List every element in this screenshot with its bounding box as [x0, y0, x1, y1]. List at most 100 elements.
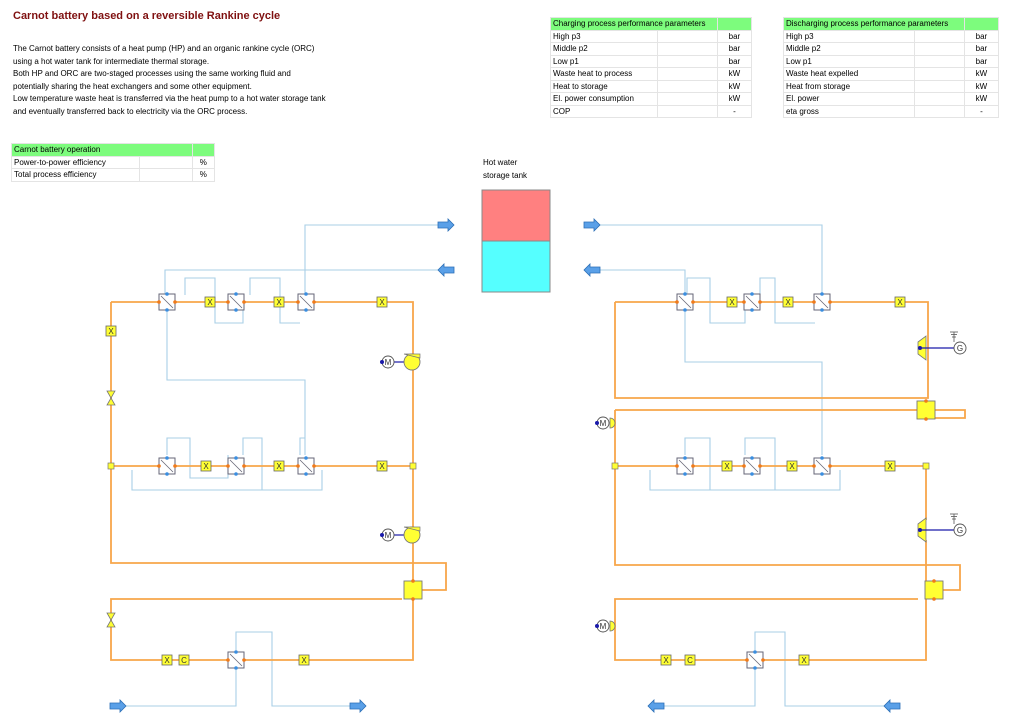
flash-separator[interactable]	[916, 399, 936, 421]
heat-exchanger[interactable]	[675, 456, 695, 476]
heat-exchanger[interactable]	[226, 650, 246, 670]
heat-exchanger-line	[160, 295, 174, 309]
valve-tag-label: X	[379, 298, 385, 307]
valve-tag[interactable]: X	[376, 460, 388, 472]
heat-exchanger-line	[229, 459, 243, 473]
flash-separator[interactable]	[403, 579, 423, 601]
valve-tag[interactable]: X	[884, 460, 896, 472]
heat-exchanger[interactable]	[157, 456, 177, 476]
expansion-valve[interactable]	[106, 612, 116, 628]
port-dot	[234, 650, 238, 654]
valve-tag[interactable]: X	[376, 296, 388, 308]
valve-tag[interactable]: X	[273, 460, 285, 472]
electric-connector	[918, 528, 922, 532]
heat-exchanger-line	[745, 295, 759, 309]
port-dot	[226, 464, 230, 468]
heat-exchanger[interactable]	[812, 292, 832, 312]
valve-tag-label: X	[887, 462, 893, 471]
pump[interactable]: M	[380, 353, 421, 371]
valve-tag[interactable]: X	[204, 296, 216, 308]
heat-exchanger[interactable]	[812, 456, 832, 476]
heat-exchanger[interactable]	[226, 456, 246, 476]
water-pipe	[164, 269, 440, 295]
working-fluid-pipe	[928, 409, 966, 419]
pipe-node	[922, 462, 930, 470]
port-dot	[304, 292, 308, 296]
turbine[interactable]: G	[917, 331, 967, 361]
valve-tag[interactable]: C	[684, 654, 696, 666]
intro-line: potentially sharing the heat exchangers …	[13, 81, 252, 91]
port-dot	[165, 292, 169, 296]
valve-tag-box	[178, 654, 190, 666]
valve-tag[interactable]: X	[721, 460, 733, 472]
valve-tag[interactable]: X	[161, 654, 173, 666]
heat-exchanger[interactable]	[296, 456, 316, 476]
valve-tag[interactable]: X	[782, 296, 794, 308]
valve-tag-label: C	[181, 656, 187, 665]
arrow-icon	[109, 699, 127, 713]
port-dot	[691, 300, 695, 304]
valve-tag[interactable]: C	[178, 654, 190, 666]
valve-tag[interactable]: X	[798, 654, 810, 666]
valve-tag-label: C	[687, 656, 693, 665]
heat-exchanger-line	[229, 653, 243, 667]
pipe-node	[409, 462, 417, 470]
port-dot	[812, 464, 816, 468]
working-fluid-pipe	[110, 466, 447, 591]
port-dot	[750, 308, 754, 312]
working-fluid-pipe	[614, 466, 961, 591]
intro-line: The Carnot battery consists of a heat pu…	[13, 44, 315, 53]
port-dot	[820, 292, 824, 296]
operation-table: Carnot battery operation Power-to-power …	[11, 143, 216, 182]
turbine[interactable]: G	[917, 513, 967, 543]
port-dot	[820, 456, 824, 460]
heat-exchanger[interactable]	[226, 292, 246, 312]
valve-tag[interactable]: X	[105, 325, 117, 337]
water-pipe	[299, 437, 305, 455]
motor-label: M	[600, 419, 607, 428]
expansion-valve[interactable]	[106, 390, 116, 406]
flash-separator[interactable]	[924, 579, 944, 601]
heat-exchanger[interactable]	[296, 292, 316, 312]
working-fluid-pipe	[614, 410, 927, 520]
pump[interactable]: M	[380, 526, 421, 544]
port-dot	[312, 464, 316, 468]
pump[interactable]: M	[595, 619, 616, 633]
intro-text: The Carnot battery consists of a heat pu…	[13, 43, 326, 119]
motor-label: M	[385, 358, 392, 367]
valve-tag-label: X	[729, 298, 735, 307]
separator-body	[403, 580, 423, 600]
intro-line: using a hot water tank for intermediate …	[13, 56, 210, 66]
valve-tag[interactable]: X	[200, 460, 212, 472]
heat-exchanger[interactable]	[742, 292, 762, 312]
heat-exchanger[interactable]	[157, 292, 177, 312]
port-dot	[753, 650, 757, 654]
node-box	[409, 462, 417, 470]
pump[interactable]: M	[595, 416, 616, 430]
pipe-network	[110, 224, 966, 707]
table-row: COP-	[550, 104, 753, 118]
port-dot	[932, 579, 936, 583]
electric-connector	[918, 346, 922, 350]
water-pipe	[660, 670, 756, 707]
valve-tag[interactable]: X	[894, 296, 906, 308]
heat-exchanger[interactable]	[675, 292, 695, 312]
heat-exchanger[interactable]	[745, 650, 765, 670]
working-fluid-pipe	[110, 598, 414, 661]
port-dot	[742, 464, 746, 468]
valve-tag[interactable]: X	[726, 296, 738, 308]
port-dot	[758, 300, 762, 304]
working-fluid-pipe	[614, 301, 929, 399]
valve-tag[interactable]: X	[273, 296, 285, 308]
valve-tag[interactable]: X	[660, 654, 672, 666]
valve-tag[interactable]: X	[298, 654, 310, 666]
heat-exchanger-line	[299, 295, 313, 309]
port-dot	[820, 308, 824, 312]
heat-exchanger[interactable]	[742, 456, 762, 476]
port-dot	[165, 472, 169, 476]
valve-tag[interactable]: X	[786, 460, 798, 472]
hot-water-storage-tank	[481, 189, 551, 293]
valve-tag-label: X	[203, 462, 209, 471]
